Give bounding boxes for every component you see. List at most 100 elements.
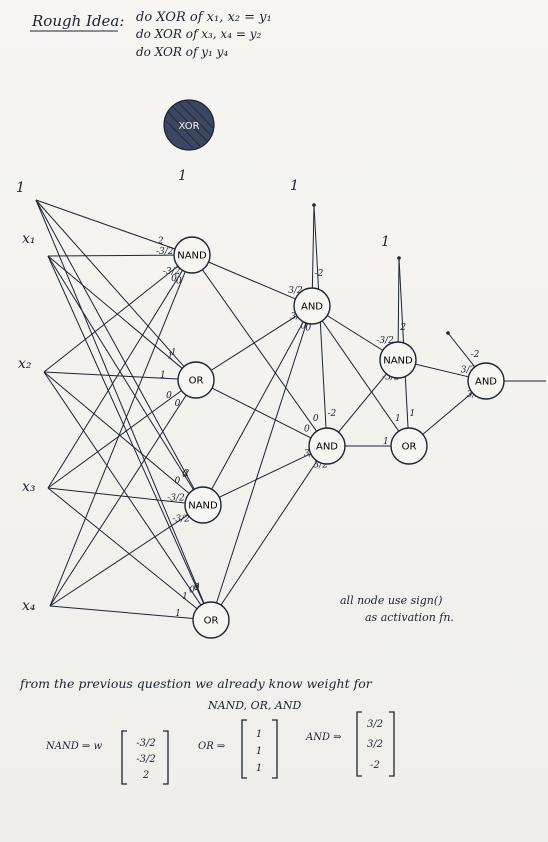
weight-label: 0	[304, 424, 310, 434]
node-circle	[308, 427, 346, 465]
layer1-node-3: NAND	[184, 486, 222, 524]
edge-1-0-1	[191, 254, 296, 300]
edge-1-0-2	[195, 315, 298, 381]
edge-l1-3-1	[47, 255, 205, 604]
edge-l1-3-2	[43, 371, 202, 606]
edge-1-1-2	[195, 379, 312, 439]
vector-nand: NAND ⇒ w -3/2 -3/2 2	[45, 730, 169, 785]
weight-label: 3/2	[288, 286, 303, 296]
weight-label: 1	[175, 609, 181, 619]
note-line-1: all node use sign()	[340, 594, 442, 607]
edge-2-1-1	[311, 305, 400, 432]
vector-or-value-1: 1	[256, 729, 262, 740]
weight-label: -2	[471, 350, 480, 360]
xor-badge: XOR	[163, 99, 215, 151]
node-label: OR	[204, 616, 219, 627]
node-label: NAND	[383, 356, 413, 367]
edge-1-0-4	[210, 322, 307, 621]
edge-1-1-3	[202, 453, 311, 506]
node-label: AND	[316, 442, 338, 453]
edge-l1-1-3	[47, 390, 182, 489]
node-circle	[467, 362, 505, 400]
bias-dot	[446, 331, 450, 335]
vector-nand-name: NAND ⇒ w	[45, 741, 102, 752]
vector-or-value-2: 1	[256, 746, 262, 757]
node-label: OR	[189, 376, 204, 387]
weight-label: 3/2	[461, 366, 476, 376]
edge-l1-2-3	[47, 487, 186, 504]
edge-l1-3-4	[49, 605, 194, 619]
bias-layer-1: 1	[178, 168, 187, 184]
weight-label: -3/2	[167, 494, 185, 504]
weight-label: 0	[171, 274, 177, 284]
weight-label: 0	[313, 414, 319, 424]
layer3-node-1: NAND	[379, 341, 417, 379]
edge-l1-0-4	[49, 271, 186, 607]
node-label: NAND	[177, 251, 207, 262]
weight-label: -3/2	[172, 515, 190, 525]
bias-layer-2: 1	[290, 178, 299, 194]
vector-and: AND ⇒ 3/2 3/2 -2	[305, 711, 395, 777]
input-x4: x₄	[22, 598, 36, 614]
node-label: NAND	[188, 501, 218, 512]
edge-l1-2-4	[49, 514, 189, 607]
edge-l1-1-1	[47, 255, 183, 369]
node-circle	[379, 341, 417, 379]
edge-1-1-1	[191, 254, 318, 432]
weight-label: 2	[183, 469, 190, 479]
weight-label: 0	[189, 585, 195, 595]
weight-label: 0	[194, 583, 200, 593]
vector-and-name: AND ⇒	[305, 732, 342, 743]
vector-or-value-3: 1	[256, 763, 262, 774]
edge-l1-2-2	[43, 371, 190, 494]
edge-l1-1-2	[43, 371, 179, 380]
weight-label: -3/2	[156, 247, 174, 257]
footer-line-2: NAND, OR, AND	[207, 699, 301, 712]
layer1-node-2: OR	[177, 361, 215, 399]
input-bias: 1	[16, 180, 25, 196]
edge-l1-3-3	[47, 487, 198, 610]
weight-label: 1	[160, 370, 166, 380]
footer-line-1: from the previous question we already kn…	[19, 676, 373, 691]
weight-label: 0	[182, 470, 188, 480]
edge-1-0-0	[311, 204, 315, 289]
edge-l1-0-1	[47, 254, 175, 257]
weight-label: 1	[182, 592, 188, 602]
edges	[35, 199, 546, 621]
weight-label: 3/2	[313, 460, 328, 470]
edge-l1-2-1	[47, 255, 194, 490]
edge-l1-2-0	[35, 199, 195, 490]
weight-label: 1	[395, 414, 401, 424]
weight-label: 0	[305, 324, 311, 334]
bias-dot	[312, 203, 316, 207]
weight-labels: 2-3/2-3/20011100200-3/2-3/210011-23/23/2…	[156, 236, 481, 619]
weight-label: -2	[327, 409, 336, 419]
vector-and-value-2: 3/2	[367, 739, 383, 750]
node-circle	[293, 287, 331, 325]
edge-l1-3-0	[35, 199, 205, 604]
header-line-2: do XOR of x₃, x₄ = y₂	[136, 27, 261, 41]
weight-label: 1	[410, 409, 416, 419]
weight-label: -3/2	[376, 336, 394, 346]
weight-label: -3/2	[163, 267, 181, 277]
layer1-node-1: NAND	[173, 236, 211, 274]
weight-label: 2	[399, 323, 406, 333]
input-x3: x₃	[22, 479, 36, 495]
header-line-1: do XOR of x₁, x₂ = y₁	[136, 10, 272, 25]
edge-1-0-3	[202, 321, 304, 506]
weight-label: 0	[174, 476, 180, 486]
bias-dot	[397, 256, 401, 260]
edge-1-1-4	[210, 460, 318, 621]
edge-l1-1-4	[49, 394, 187, 607]
input-x2: x₂	[18, 356, 32, 372]
layer3-node-2: OR	[390, 427, 428, 465]
edge-3-0-0	[447, 332, 476, 368]
weight-label: -3/2	[382, 373, 400, 383]
node-circle	[192, 601, 230, 639]
edge-l1-0-3	[47, 270, 183, 489]
weight-label: -2	[315, 269, 324, 279]
weight-label: 1	[383, 437, 389, 447]
node-label: AND	[301, 302, 323, 313]
